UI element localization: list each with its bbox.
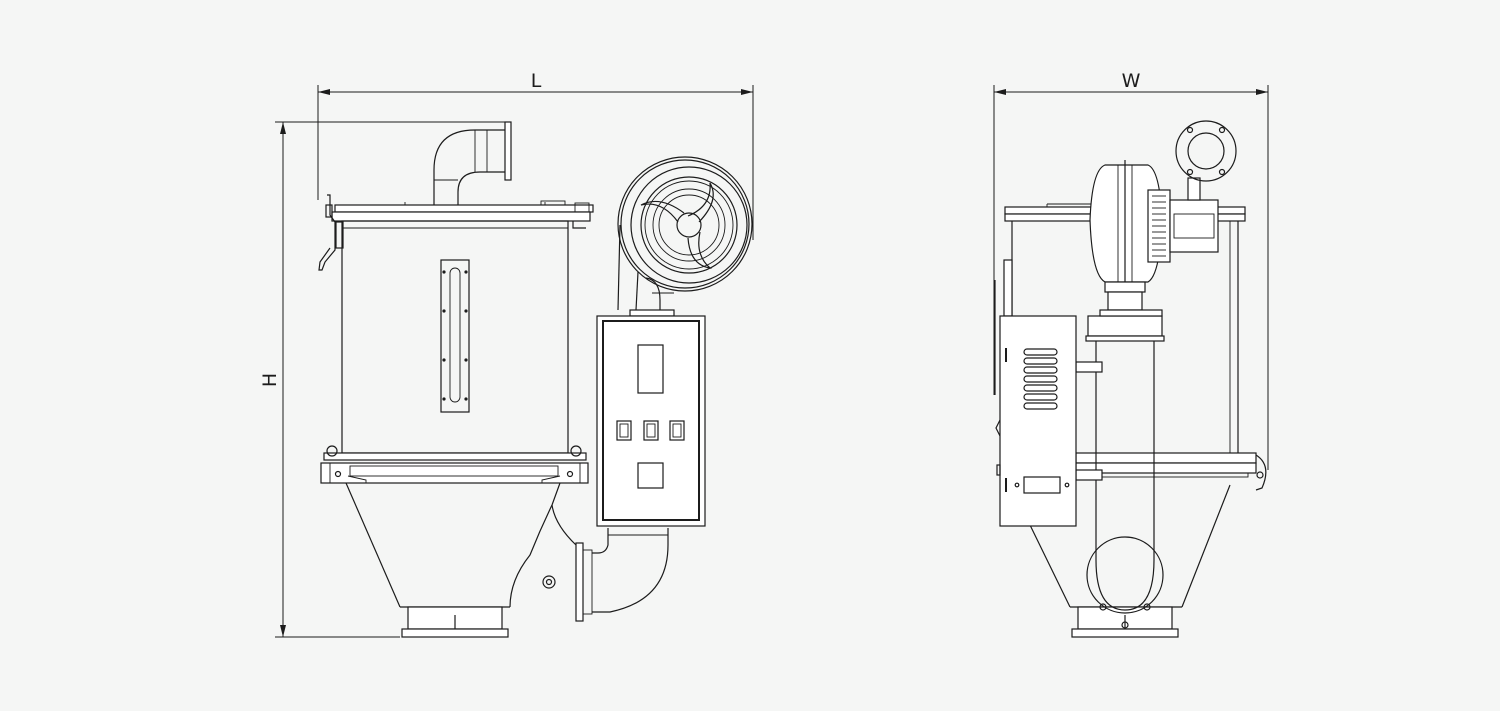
hopper-cone — [345, 482, 561, 638]
dimension-l-label: L — [531, 70, 542, 92]
hopper-body — [341, 220, 569, 454]
side-lower-flange — [1075, 452, 1267, 491]
side-view — [994, 120, 1267, 638]
control-box — [596, 315, 706, 527]
front-view — [318, 121, 753, 638]
dimension-l: L — [317, 70, 754, 240]
lid-handle — [318, 194, 344, 271]
vent-slots — [1023, 348, 1058, 410]
side-cone — [1029, 484, 1231, 638]
dimension-h: H — [259, 121, 505, 638]
blower-fan — [617, 156, 753, 317]
side-round-flange — [1175, 120, 1237, 182]
side-control-box — [995, 315, 1077, 527]
dimension-w-label: W — [1122, 70, 1141, 92]
dimension-w: W — [993, 70, 1269, 470]
side-hopper-body — [994, 221, 1239, 455]
return-elbow-pipe — [509, 504, 669, 622]
side-blower — [1089, 160, 1219, 317]
sight-glass — [440, 259, 470, 413]
motor-fins — [1152, 195, 1166, 257]
lower-flange — [320, 445, 589, 484]
top-elbow-pipe — [426, 121, 512, 206]
hopper-lid — [331, 200, 594, 229]
dimension-h-label: H — [259, 373, 281, 387]
side-vertical-duct — [1075, 315, 1165, 629]
